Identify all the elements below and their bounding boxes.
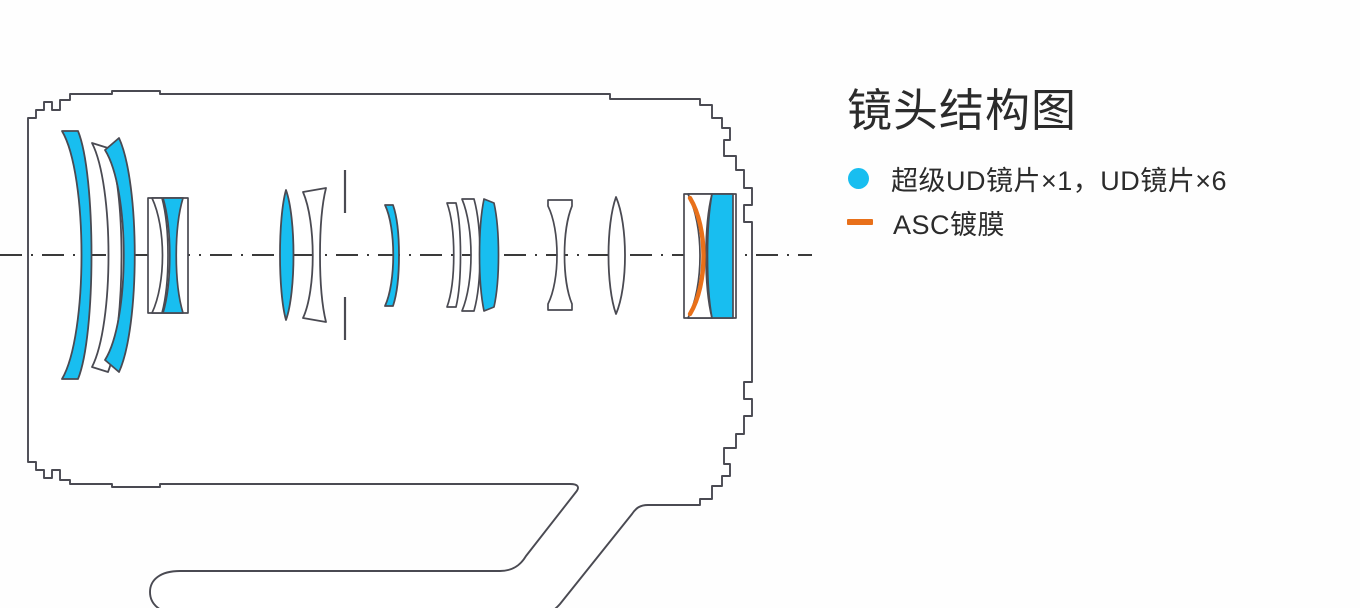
info-panel: 镜头结构图 超级UD镜片×1，UD镜片×6 ASC镀膜 [845,84,1345,245]
lens-group-2 [147,197,189,314]
legend-label-asc: ASC镀膜 [893,209,1006,240]
lens-diagram-container [0,90,812,608]
legend-item-asc-coating: ASC镀膜 [845,201,1345,243]
cyan-dot-icon [848,167,869,189]
legend-label-ud: 超级UD镜片×1，UD镜片×6 [891,165,1228,196]
lens-element-8-ud [384,204,400,307]
lens-group-rear [683,193,737,319]
lens-element-13 [607,196,626,315]
lens-group-5 [446,198,500,312]
lens-element-11-ud [478,198,500,312]
lens-element-3-ud [104,137,136,373]
lens-element-5-ud [162,197,184,314]
legend-marker-asc [845,219,891,226]
legend-item-ud-glass: 超级UD镜片×1，UD镜片×6 [845,157,1345,199]
lens-element-15-ud [706,193,734,319]
lens-group-4 [384,204,400,307]
lens-element-10 [461,198,481,312]
lens-cross-section-diagram [0,90,812,608]
lens-element-6-ud [279,189,295,321]
lens-element-7 [302,187,327,323]
orange-dash-icon [847,219,873,226]
lens-group-3 [279,187,327,323]
legend-marker-ud [845,167,891,189]
lens-group-7 [607,196,626,315]
lens-element-1-ud [61,130,93,380]
lens-barrel-outline [27,90,753,608]
lens-group-front [61,130,136,380]
lens-element-12 [547,199,573,311]
page-title: 镜头结构图 [847,85,1078,136]
lens-group-6 [547,199,573,311]
lens-element-4 [151,197,169,314]
lens-element-9 [446,202,462,308]
asc-coating-curve [687,195,706,317]
